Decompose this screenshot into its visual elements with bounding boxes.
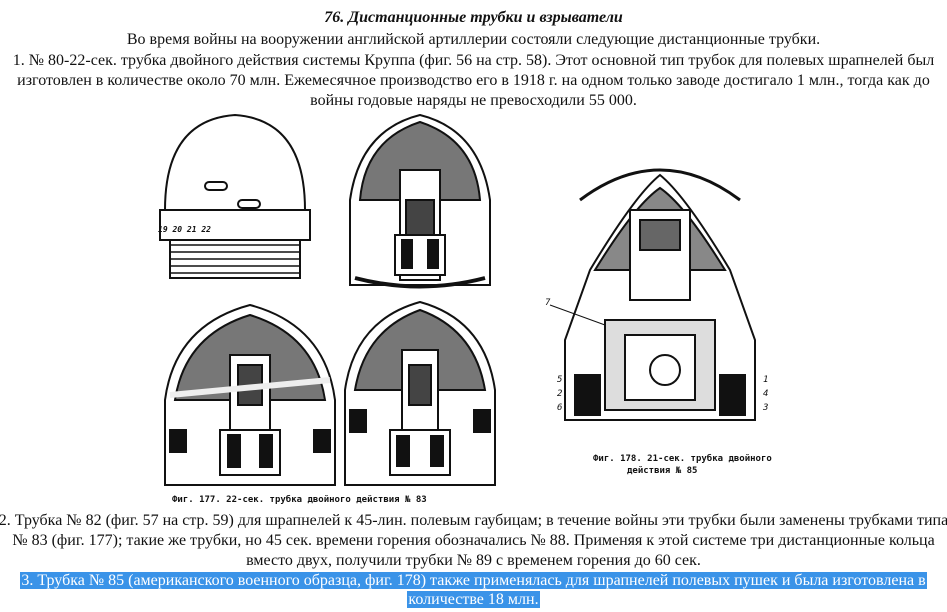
figure-177-image: 19 20 21 22 Фиг. 177. 22-сек. трубка дво… xyxy=(158,113,496,505)
fig178-label: 2 xyxy=(557,389,562,399)
figure-178-image: 7 5 2 6 1 4 3 Фиг. 178. 21-сек. трубка д… xyxy=(545,168,772,476)
para1-line: войны годовые наряды не превосходили 55 … xyxy=(310,92,637,109)
fig177-caption: Фиг. 177. 22-сек. трубка двойного действ… xyxy=(172,494,427,505)
intro-text: Во время войны на вооружении английской … xyxy=(126,31,821,48)
fig178-caption: действия № 85 xyxy=(627,466,697,476)
para2-line: № 83 (фиг. 177); такие же трубки, но 45 … xyxy=(12,532,935,549)
fig178-label: 7 xyxy=(545,298,551,308)
para2-line: вместо двух, получили трубки № 89 с врем… xyxy=(246,552,701,569)
fig178-caption: Фиг. 178. 21-сек. трубка двойного xyxy=(593,453,772,464)
fig178-label: 1 xyxy=(763,375,768,385)
selected-text[interactable]: 3. Трубка № 85 (американского военного о… xyxy=(20,572,927,589)
fig178-label: 3 xyxy=(762,403,768,413)
para1-line: 1. № 80-22-сек. трубка двойного действия… xyxy=(12,52,935,69)
section-title: 76. Дистанционные трубки и взрыватели xyxy=(324,9,623,26)
selected-text[interactable]: количестве 18 млн. xyxy=(407,591,540,608)
fig177-scale: 19 20 21 22 xyxy=(158,225,211,234)
fig178-label: 5 xyxy=(557,375,562,385)
para1-line: изготовлен в количестве около 70 млн. Еж… xyxy=(17,72,930,89)
fig178-label: 4 xyxy=(763,389,768,399)
fig178-label: 6 xyxy=(557,403,562,413)
para2-line: 2. Трубка № 82 (фиг. 57 на стр. 59) для … xyxy=(0,512,947,529)
